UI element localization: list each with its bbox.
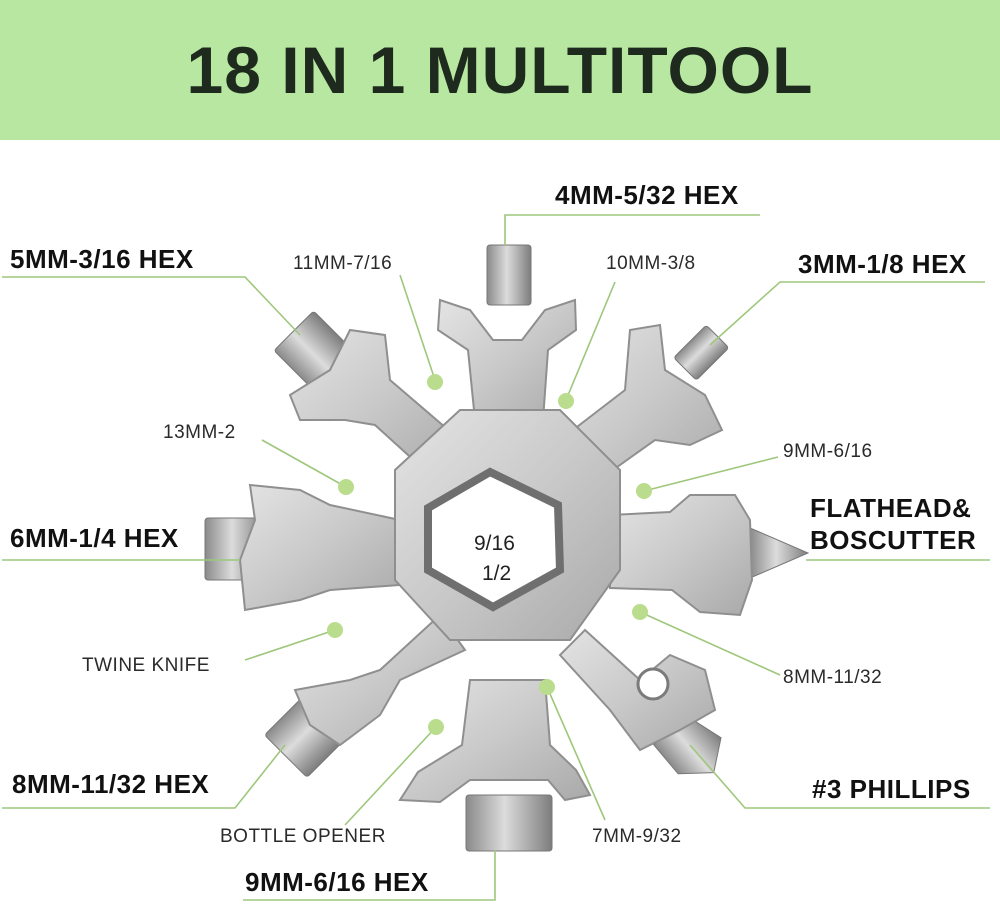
center-hex-hole <box>424 467 565 612</box>
label-7mm-wrench: 7MM-9/32 <box>592 826 682 847</box>
label-4mm-hex: 4MM-5/32 HEX <box>555 180 739 210</box>
accent-dots <box>327 374 652 735</box>
label-9mm-wrench: 9MM-6/16 <box>783 441 873 462</box>
label-8mm-wrench: 8MM-11/32 <box>783 667 883 688</box>
label-bottle-opener: BOTTLE OPENER <box>220 826 386 847</box>
label-boscutter: BOSCUTTER <box>810 525 977 555</box>
hex-bit-upper-right <box>674 325 729 380</box>
center-size-large: 9/16 <box>474 532 515 555</box>
hex-bit-top <box>486 244 532 306</box>
label-8mm-hex: 8MM-11/32 HEX <box>12 769 210 799</box>
label-10mm-wrench: 10MM-3/8 <box>606 253 696 274</box>
label-11mm-wrench: 11MM-7/16 <box>293 253 393 274</box>
flathead-blade <box>749 527 810 579</box>
label-phillips: #3 PHILLIPS <box>812 774 971 804</box>
label-twine-knife: TWINE KNIFE <box>82 655 210 676</box>
label-6mm-hex: 6MM-1/4 HEX <box>10 523 179 553</box>
label-flathead: FLATHEAD& <box>810 493 972 523</box>
title-banner <box>0 0 1000 140</box>
leader-lines <box>2 214 990 901</box>
label-3mm-hex: 3MM-1/8 HEX <box>798 249 967 279</box>
center-size-small: 1/2 <box>482 562 512 585</box>
label-13mm-wrench: 13MM-2 <box>163 422 236 443</box>
label-5mm-hex: 5MM-3/16 HEX <box>10 244 194 274</box>
hex-bit-bottom <box>465 794 553 852</box>
label-9mm-hex: 9MM-6/16 HEX <box>245 867 429 897</box>
lanyard-hole <box>636 667 670 701</box>
page-title: 18 IN 1 MULTITOOL <box>186 33 814 107</box>
